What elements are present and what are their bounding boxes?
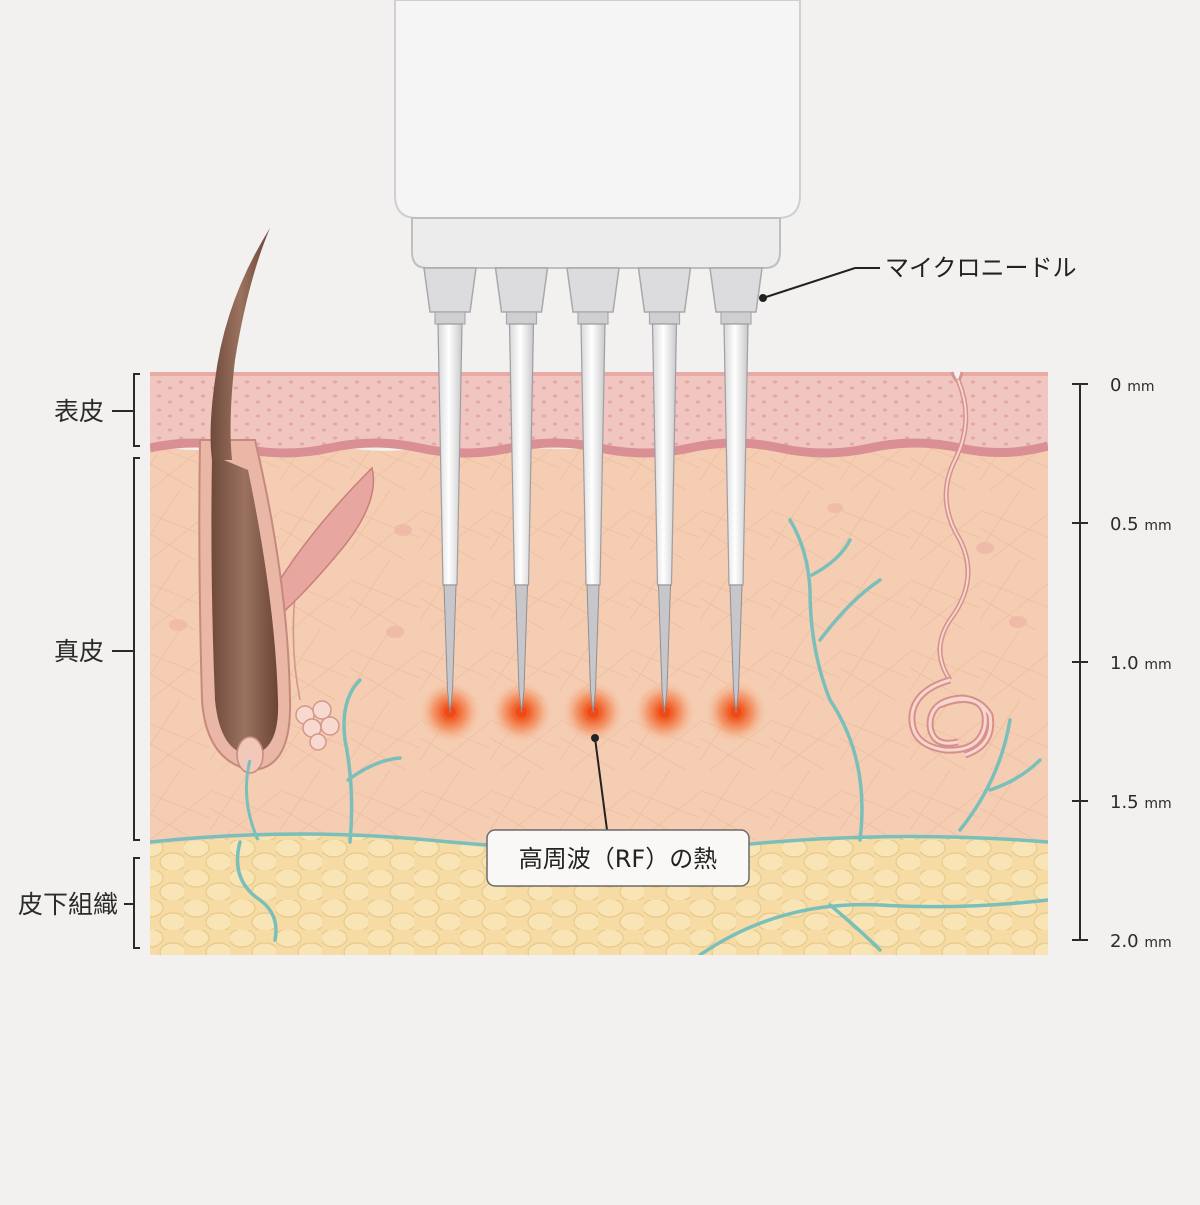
device-handle [394,0,801,219]
needle-shaft [723,323,749,586]
needle-ring [434,311,466,325]
needle-ring [505,311,538,325]
needle-collar [494,267,549,313]
depth-tick-label: 2.0 mm [1110,931,1172,952]
arrector-pili-muscle [261,466,375,627]
needle-shaft [651,323,678,586]
rf-heat-leader-dot [591,734,599,742]
needle-collar [423,267,477,313]
needle-collar [709,267,763,313]
rf-heat-leader [594,737,608,831]
sebaceous-gland [295,700,340,751]
needle-collar [637,267,692,313]
depth-scale: 0 mm 0.5 mm 1.0 mm 1.5 mm 2.0 mm [1072,375,1172,952]
needle-shaft [437,323,463,586]
microneedle-leader-dot [759,294,767,302]
hair-bulb [211,455,279,755]
microneedle-leader [762,267,880,299]
sebaceous-duct [292,594,301,701]
dermis-layer [150,440,1048,851]
dermal-papilla [236,736,264,774]
label-subcutis: 皮下組織 [18,890,118,919]
rf-heat-label-box [486,829,750,887]
sweat-gland-coil-inner [910,678,993,757]
sweat-duct-inner [939,379,969,681]
microneedle-callout: マイクロニードル [759,254,1077,302]
needle-ring [648,311,681,325]
layer-brackets [112,373,140,949]
papilla-vessel [244,759,260,841]
microneedle-label: マイクロニードル [885,254,1077,282]
rf-heat-callout: 高周波（RF）の熱 [486,734,750,887]
needle-ring [720,311,752,325]
needle-collar [566,267,620,313]
hair-shaft [210,228,270,460]
needle-array [423,267,763,713]
needle-tip [657,584,672,713]
needle-shaft [508,323,535,586]
needle-shaft [580,323,606,586]
depth-tick-label: 1.0 mm [1110,653,1172,674]
needle-tip [729,584,743,713]
rf-heat-label: 高周波（RF）の熱 [519,845,717,873]
depth-tick-label: 0 mm [1110,375,1154,396]
dermal-cells [169,503,1027,638]
device-base [411,217,781,269]
label-epidermis: 表皮 [54,397,104,426]
label-dermis: 真皮 [54,637,104,666]
needle-tip [443,584,457,713]
needle-ring [577,311,609,325]
microneedle-device [394,0,801,713]
depth-tick-label: 1.5 mm [1110,792,1172,813]
needle-tip [514,584,529,713]
needle-tip [586,584,600,713]
depth-tick-label: 0.5 mm [1110,514,1172,535]
